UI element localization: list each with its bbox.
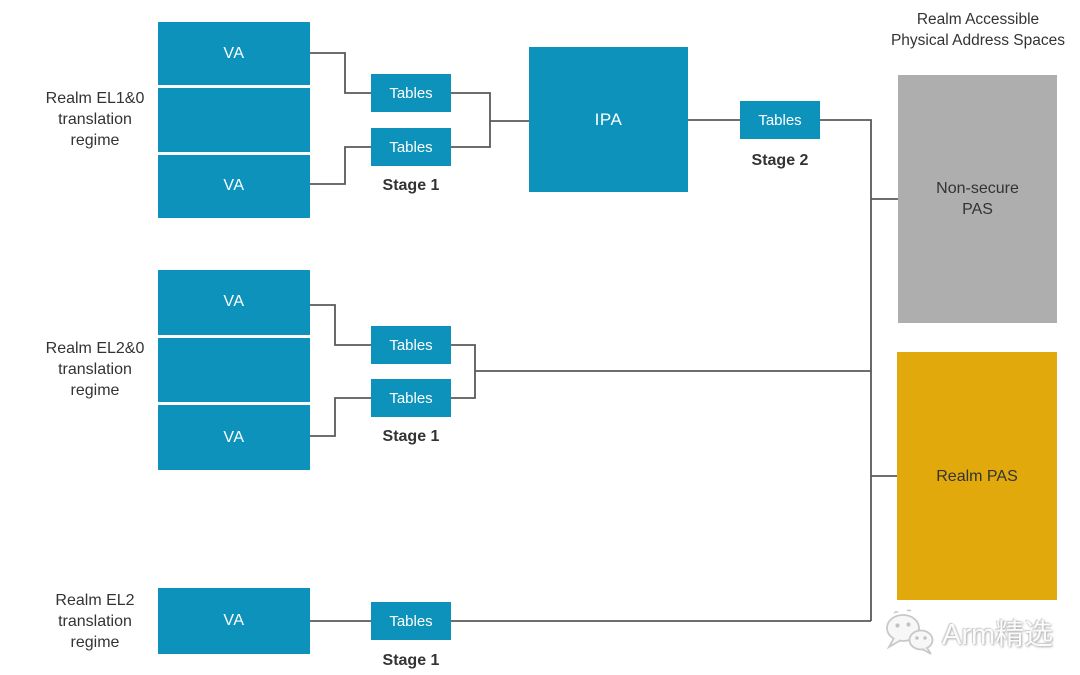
regime-el2-label: Realm EL2 translation regime bbox=[20, 590, 170, 653]
el10-stage1-label: Stage 1 bbox=[382, 177, 440, 194]
watermark-text: Arm精选 bbox=[942, 619, 1054, 651]
el20-stage1-tables-top: Tables bbox=[371, 326, 451, 364]
el20-va-middle-box bbox=[158, 337, 310, 403]
regime-el10-label: Realm EL1&0 translation regime bbox=[20, 88, 170, 151]
el20-stage1-tables-bottom: Tables bbox=[371, 379, 451, 417]
el10-va-middle-box bbox=[158, 88, 310, 152]
el20-va-bottom-label: VA bbox=[223, 428, 245, 446]
regime-el20-label-line3: regime bbox=[70, 382, 120, 399]
el2-va-label: VA bbox=[223, 612, 245, 629]
pas-column-title: Realm Accessible Physical Address Spaces bbox=[882, 9, 1074, 51]
el2-stage1-tables: Tables bbox=[371, 602, 451, 640]
el10-stage1-tables-top: Tables bbox=[371, 74, 451, 112]
el2-tables-label: Tables bbox=[389, 612, 433, 630]
el10-va-bottom-box: VA bbox=[158, 154, 310, 218]
regime-el10-label-line2: translation bbox=[58, 111, 132, 128]
regime-el2-label-line1: Realm EL2 bbox=[55, 592, 135, 609]
nonsecure-pas-label-line1: Non-secure bbox=[936, 180, 1019, 197]
ipa-label: IPA bbox=[594, 109, 623, 129]
el10-stage1-tables-bottom: Tables bbox=[371, 128, 451, 166]
ipa-box: IPA bbox=[529, 47, 688, 192]
watermark: Arm精选 bbox=[884, 606, 1074, 658]
stage2-tables-label: Tables bbox=[758, 111, 802, 129]
stage2-label: Stage 2 bbox=[751, 152, 809, 169]
regime-el20-label-line2: translation bbox=[58, 361, 132, 378]
nonsecure-pas-box: Non-secure PAS bbox=[898, 75, 1057, 323]
regime-el2-label-line2: translation bbox=[58, 613, 132, 630]
stage2-tables: Tables bbox=[740, 101, 820, 139]
el20-va-bottom-box: VA bbox=[158, 405, 310, 471]
el10-va-stack: VA VA bbox=[158, 22, 310, 218]
el10-va-top-box: VA bbox=[158, 22, 310, 86]
el20-stage1-label: Stage 1 bbox=[382, 428, 440, 445]
realm-pas-box: Realm PAS bbox=[897, 352, 1057, 600]
regime-el2-label-line3: regime bbox=[70, 634, 120, 651]
el10-va-bottom-label: VA bbox=[223, 177, 245, 195]
wechat-icon bbox=[886, 609, 934, 655]
el20-va-top-box: VA bbox=[158, 270, 310, 335]
el2-va-box: VA bbox=[158, 588, 310, 654]
pas-title-line1: Realm Accessible bbox=[916, 11, 1040, 28]
regime-el10-label-line1: Realm EL1&0 bbox=[45, 90, 145, 107]
el20-tables-top-label: Tables bbox=[389, 336, 433, 354]
pas-title-line2: Physical Address Spaces bbox=[890, 32, 1066, 49]
nonsecure-pas-label-line2: PAS bbox=[962, 201, 993, 218]
el20-va-top-label: VA bbox=[223, 293, 245, 311]
el10-tables-top-label: Tables bbox=[389, 84, 433, 102]
el10-va-top-label: VA bbox=[223, 44, 245, 62]
el2-stage1-label: Stage 1 bbox=[382, 652, 440, 669]
regime-el10-label-line3: regime bbox=[70, 132, 120, 149]
el10-tables-bottom-label: Tables bbox=[389, 138, 433, 156]
realm-pas-label: Realm PAS bbox=[936, 467, 1018, 485]
regime-el20-label-line1: Realm EL2&0 bbox=[45, 340, 145, 357]
el20-tables-bottom-label: Tables bbox=[389, 389, 433, 407]
el20-va-stack: VA VA bbox=[158, 270, 310, 471]
regime-el20-label: Realm EL2&0 translation regime bbox=[20, 338, 170, 401]
